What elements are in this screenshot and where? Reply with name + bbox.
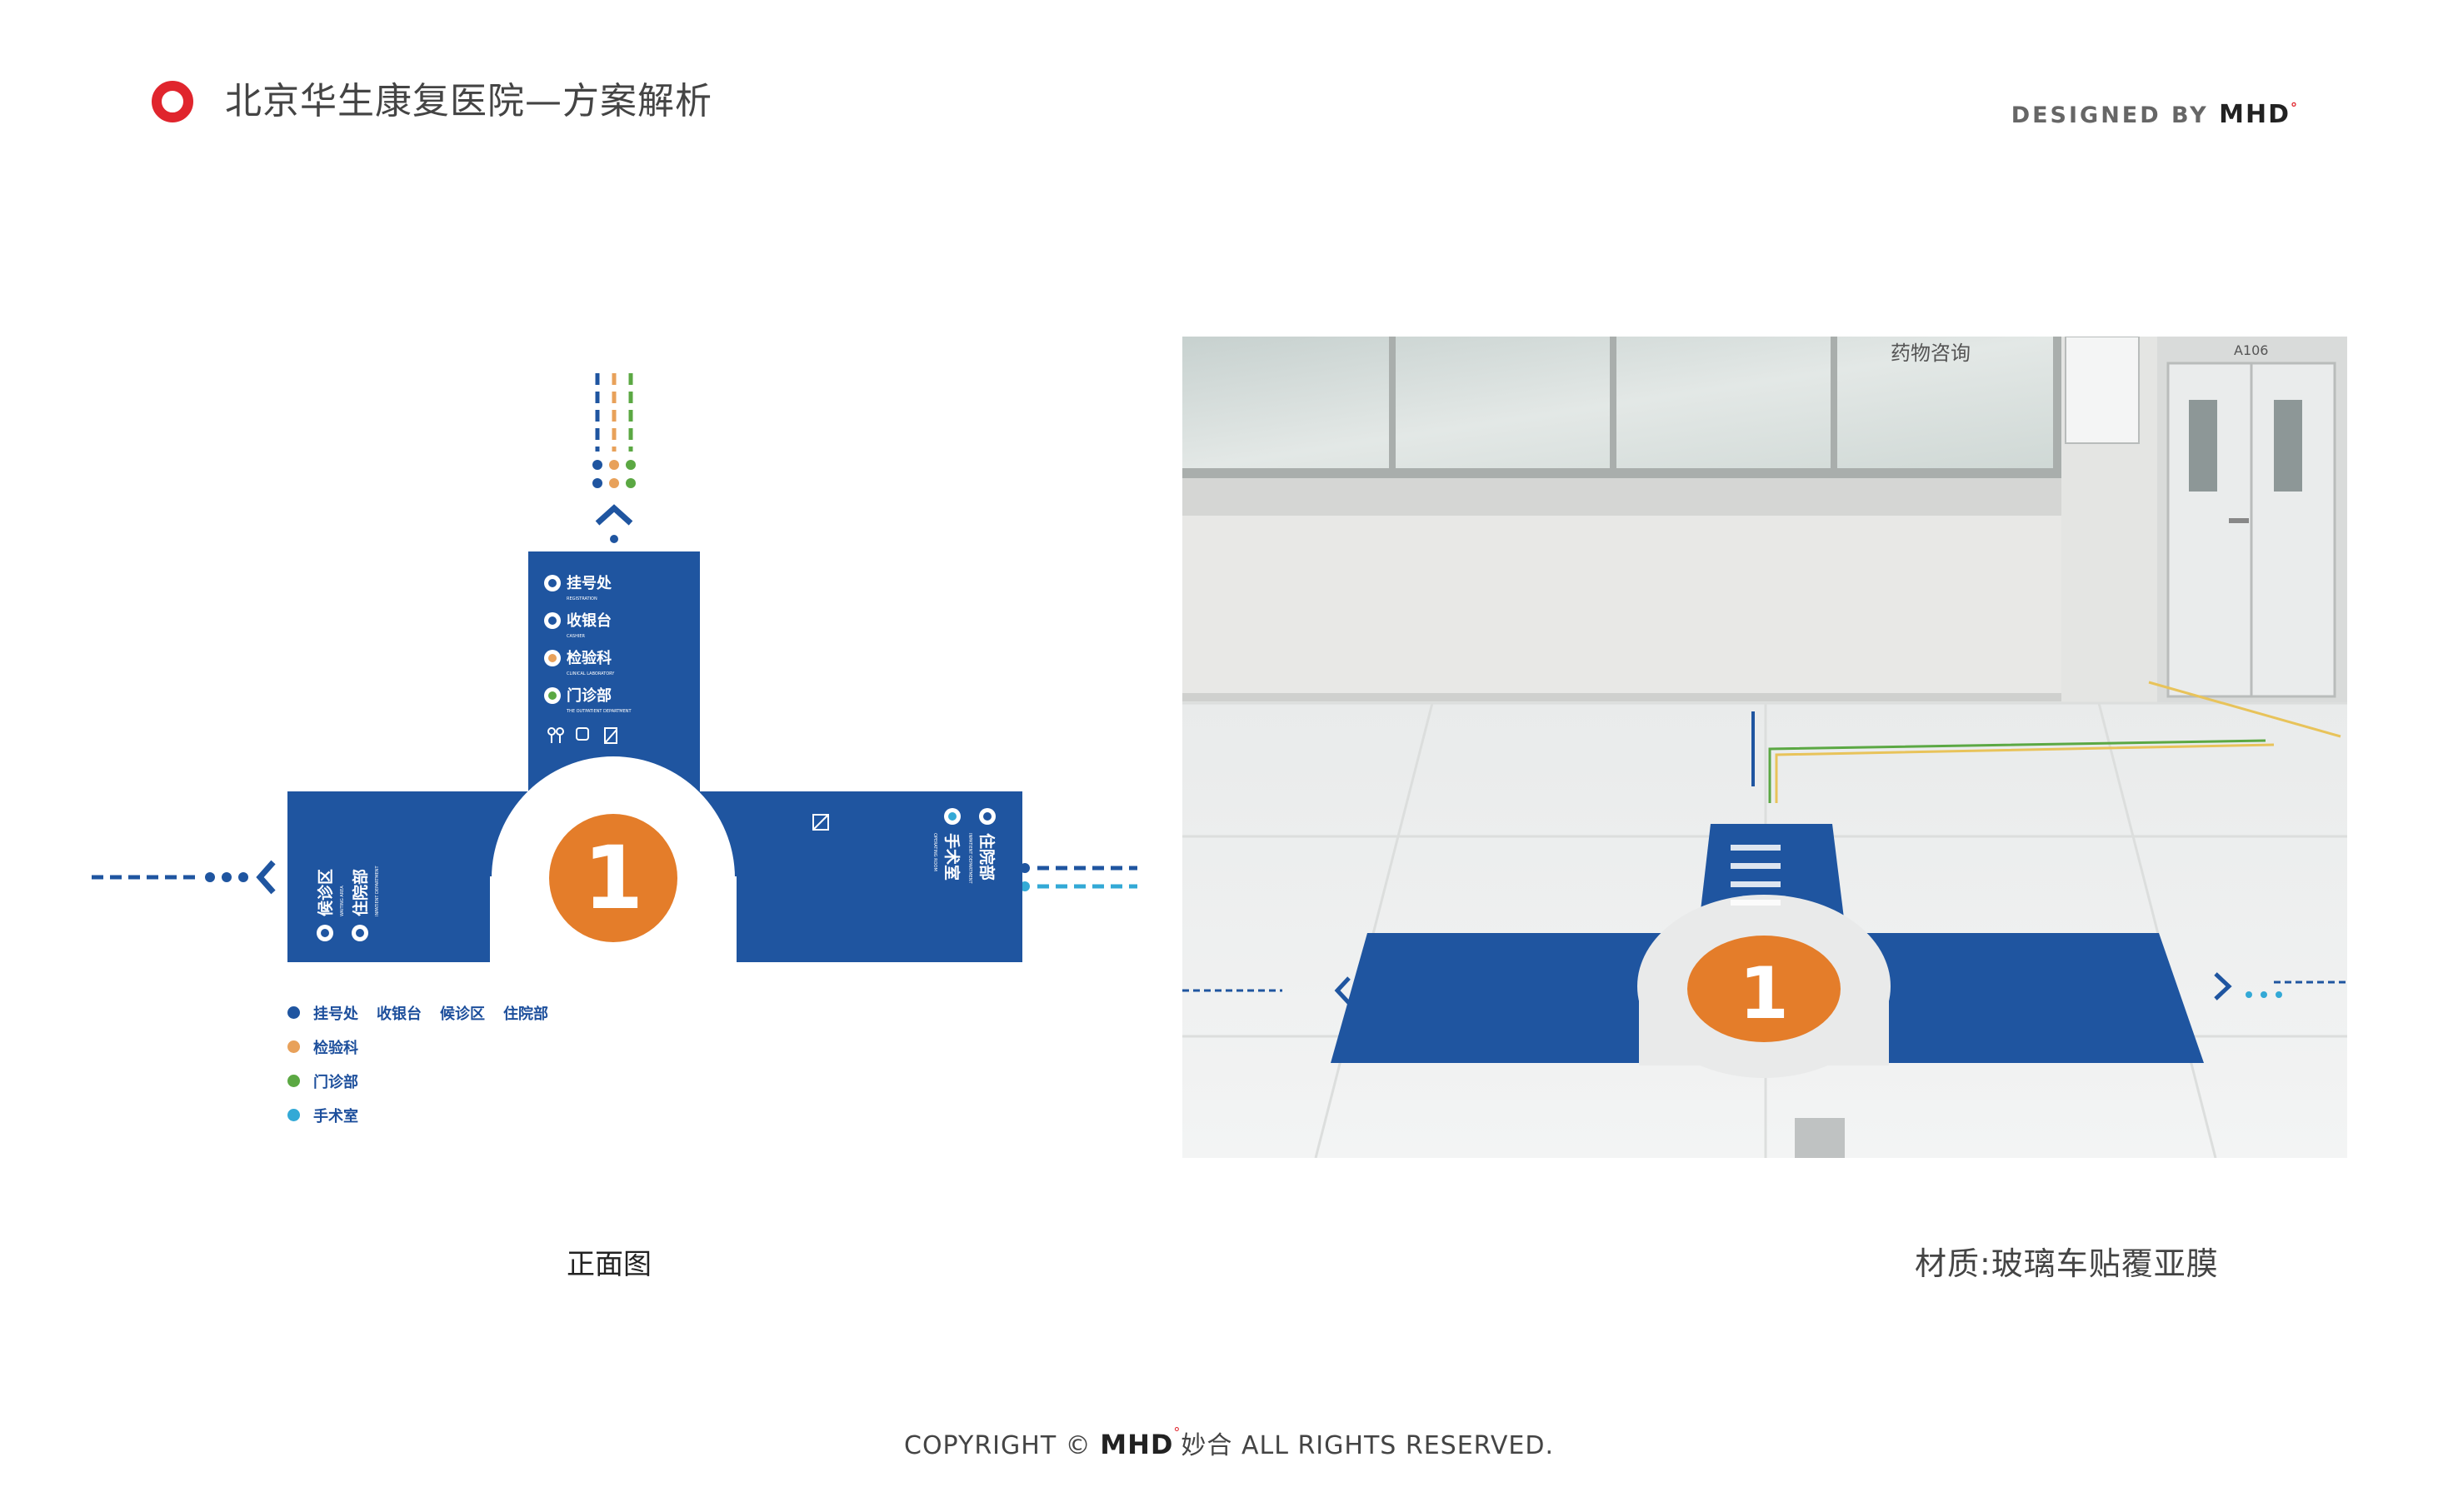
- floor-sign-number: 1: [1739, 952, 1789, 1035]
- top-item-label: 收银台: [567, 611, 612, 630]
- designed-by-brand: MHD: [2219, 100, 2291, 129]
- top-item-en: CASHIER: [567, 634, 585, 639]
- route-legend: 挂号处 收银台 候诊区 住院部 检验科 门诊部 手术室: [287, 996, 567, 1132]
- left-item-en: WAITING AREA: [340, 886, 345, 916]
- door-label: A106: [2234, 342, 2268, 358]
- designed-by-prefix: DESIGNED BY: [2011, 102, 2209, 128]
- glass-windows: [1182, 337, 2061, 470]
- top-item-en: CLINICAL LABORATORY: [567, 671, 615, 676]
- left-item-label: 住院部: [351, 869, 370, 916]
- legend-label: 挂号处: [313, 1005, 358, 1023]
- copyright-brand: MHD: [1100, 1429, 1174, 1460]
- brand-degree-icon: °: [2291, 100, 2300, 116]
- upward-route-lines: [592, 373, 636, 543]
- left-item-en: INPATIENT DEPARTMENT: [375, 865, 380, 916]
- top-item-en: THE OUTPATIENT DEPARTMENT: [566, 709, 632, 714]
- left-route-line: [92, 860, 276, 895]
- legend-row: 检验科: [287, 1030, 567, 1064]
- front-view-caption: 正面图: [567, 1248, 652, 1281]
- logo-ring-icon: [152, 81, 193, 122]
- copyright-brand-cn: 妙合: [1181, 1431, 1233, 1460]
- facility-icons: [547, 727, 617, 744]
- right-item-label: 手术室: [942, 833, 962, 881]
- right-item-en: OPERATING ROOM: [932, 833, 937, 871]
- legend-row: 门诊部: [287, 1064, 567, 1098]
- copyright-suffix: ALL RIGHTS RESERVED.: [1241, 1431, 1554, 1460]
- surgery-icon: [812, 814, 829, 831]
- legend-label: 候诊区: [440, 1005, 485, 1023]
- sign-front-view: 1 挂号处 REGISTRATION 收银台 CASHIER 检验科 CLINI…: [92, 373, 1137, 983]
- top-item-en: REGISTRATION: [567, 596, 597, 601]
- legend-dot-icon: [287, 1006, 300, 1019]
- legend-dot-icon: [287, 1109, 300, 1121]
- window-sign-text: 药物咨询: [1891, 342, 1971, 365]
- copyright-footer: COPYRIGHT © MHD°妙合 ALL RIGHTS RESERVED.: [0, 1425, 2458, 1461]
- sign-number: 1: [583, 827, 643, 929]
- right-panel-items: 住院部 INPATIENT DEPARTMENT 手术室 OPERATING R…: [932, 808, 997, 885]
- number-badge: [549, 814, 677, 942]
- left-item-label: 候诊区: [316, 869, 335, 916]
- legend-label: 门诊部: [313, 1073, 358, 1091]
- legend-label: 手术室: [313, 1107, 358, 1125]
- legend-dot-icon: [287, 1075, 300, 1087]
- legend-label: 住院部: [503, 1005, 548, 1023]
- material-caption: 材质:玻璃车贴覆亚膜: [1915, 1245, 2219, 1282]
- copyright-prefix: COPYRIGHT ©: [904, 1431, 1092, 1460]
- legend-row: 手术室: [287, 1098, 567, 1132]
- installation-photo: 药物咨询 A106 1: [1182, 337, 2347, 1158]
- legend-dot-icon: [287, 1040, 300, 1053]
- top-item-label: 挂号处: [567, 574, 612, 592]
- top-panel-items: 挂号处 REGISTRATION 收银台 CASHIER 检验科 CLINICA…: [544, 574, 632, 744]
- brand-degree-icon: °: [1173, 1425, 1182, 1440]
- legend-label: 检验科: [313, 1039, 358, 1057]
- right-item-label: 住院部: [977, 833, 997, 881]
- legend-label: 收银台: [377, 1005, 422, 1023]
- legend-row: 挂号处 收银台 候诊区 住院部: [287, 996, 567, 1030]
- right-item-en: INPATIENT DEPARTMENT: [967, 833, 972, 885]
- designed-by-credit: DESIGNED BY MHD°: [2011, 100, 2300, 129]
- page-title: 北京华生康复医院—方案解析: [225, 80, 712, 122]
- top-item-label: 检验科: [567, 649, 612, 667]
- top-item-label: 门诊部: [567, 686, 612, 705]
- left-panel-items: 候诊区 WAITING AREA 住院部 INPATIENT DEPARTMEN…: [316, 865, 380, 941]
